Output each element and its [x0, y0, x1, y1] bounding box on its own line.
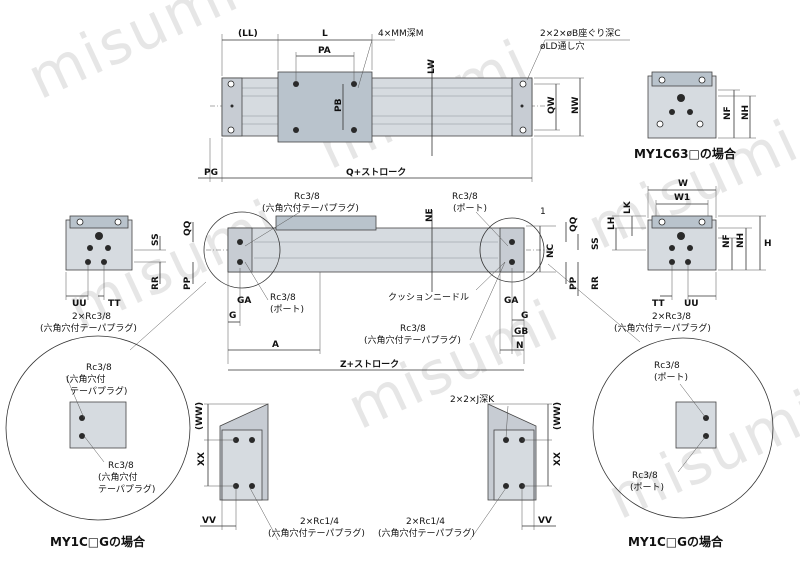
note-hex14-left: (六角穴付テーパプラグ) [268, 527, 365, 539]
detail-right-port-a: (ポート) [654, 372, 688, 383]
note-rc38-port-left: Rc3/8 [270, 293, 296, 303]
front-view [129, 210, 641, 371]
detail-left-hex-a1: (六角穴付 [66, 373, 106, 385]
detail-left-rc-b: Rc3/8 [108, 461, 134, 471]
detail-right-rc-a: Rc3/8 [654, 361, 680, 371]
dim-QW: QW [547, 96, 557, 114]
dim-PG: PG [204, 168, 218, 178]
dim-N: N [516, 341, 524, 351]
dim-GA-right: GA [504, 296, 518, 306]
note-rc38-port-top: Rc3/8 [452, 192, 478, 202]
dim-NF: NF [723, 106, 733, 120]
dim-UU-left: UU [72, 299, 87, 309]
bottom-left-view [200, 403, 279, 541]
caption-detail-left: MY1C□Gの場合 [50, 534, 146, 549]
dim-PP-right: PP [569, 276, 579, 290]
right-side-view [612, 186, 766, 300]
caption-detail-right: MY1C□Gの場合 [628, 534, 724, 549]
dim-Q-stroke: Q+ストローク [346, 167, 406, 178]
detail-left-rc-a: Rc3/8 [86, 363, 112, 373]
dim-L: L [322, 29, 328, 39]
note-rc38-top: Rc3/8 [294, 192, 320, 202]
note-hex-top: (六角穴付テーパプラグ) [262, 202, 359, 214]
dim-QQ-left: QQ [183, 220, 193, 236]
dim-SS-right: SS [591, 237, 601, 250]
dim-A: A [272, 340, 279, 350]
note-hex-bottom: (六角穴付テーパプラグ) [364, 334, 461, 346]
dim-G-right: G [521, 311, 528, 321]
dim-NH-right: NH [736, 233, 746, 248]
dim-PA: PA [318, 46, 331, 56]
dim-NF-right: NF [722, 234, 732, 248]
dim-RR-left: RR [151, 276, 161, 290]
dim-NE: NE [425, 208, 435, 222]
left-side-view [65, 215, 166, 300]
note-port-top: (ポート) [453, 203, 487, 214]
detail-left-hex-a2: テーパプラグ) [70, 385, 127, 397]
dim-RR-right: RR [591, 276, 601, 290]
dim-one: 1 [540, 207, 546, 217]
dim-LL: (LL) [238, 29, 258, 39]
dim-WW-right: (WW) [553, 402, 563, 430]
detail-left-hex-b2: テーパプラグ) [98, 483, 155, 495]
note-rc14-left: 2×Rc1/4 [300, 517, 339, 527]
dim-QQ-right: QQ [569, 216, 579, 232]
dim-W: W [678, 179, 688, 189]
detail-right-rc-b: Rc3/8 [632, 471, 658, 481]
dim-H-right: H [764, 239, 772, 249]
watermark-text: misumi [17, 0, 249, 113]
my1c63-view [647, 71, 756, 139]
detail-left [5, 335, 191, 521]
dim-LW: LW [427, 59, 437, 74]
dim-XX-left: XX [197, 452, 207, 466]
dim-SS-left: SS [151, 233, 161, 246]
note-hex14-right: (六角穴付テーパプラグ) [378, 527, 475, 539]
watermark-text: misumi [597, 376, 800, 532]
note-OLD: øLD通し穴 [540, 40, 584, 52]
dim-PB: PB [334, 98, 344, 112]
detail-right [592, 337, 774, 519]
dim-TT-right: TT [652, 299, 665, 309]
dim-VV-left: VV [202, 516, 216, 526]
note-J: 2×2×J深K [450, 394, 495, 405]
dim-GA-left: GA [237, 296, 251, 306]
note-MM: 4×MM深M [378, 28, 424, 39]
dim-NH: NH [741, 105, 751, 120]
dim-WW-left: (WW) [195, 402, 205, 430]
dim-Z-stroke: Z+ストローク [340, 359, 399, 370]
note-port-left: (ポート) [270, 304, 304, 315]
dim-VV-right: VV [538, 516, 552, 526]
dim-W1: W1 [674, 193, 690, 203]
bottom-right-view [469, 403, 556, 541]
note-rc2-right: 2×Rc3/8 [652, 312, 691, 322]
dim-PP-left: PP [183, 276, 193, 290]
note-hex2-right: (六角穴付テーパプラグ) [614, 322, 711, 334]
caption-my1c63: MY1C63□の場合 [634, 146, 737, 161]
dim-UU-right: UU [684, 299, 699, 309]
dim-LH: LH [607, 217, 617, 230]
dim-TT-left: TT [108, 299, 121, 309]
note-OB: 2×2×øB座ぐり深C [540, 27, 621, 39]
dim-NW: NW [571, 96, 581, 114]
dim-NC: NC [546, 243, 556, 258]
dim-GB: GB [514, 327, 528, 337]
note-rc14-right: 2×Rc1/4 [406, 517, 445, 527]
note-rc38-bottom: Rc3/8 [400, 324, 426, 334]
detail-right-port-b: (ポート) [630, 482, 664, 493]
dim-XX-right: XX [553, 452, 563, 466]
dim-G-left: G [229, 311, 236, 321]
note-hex2-left: (六角穴付テーパプラグ) [40, 322, 137, 334]
note-cushion: クッションニードル [388, 292, 469, 303]
top-view [198, 34, 630, 182]
detail-left-hex-b1: (六角穴付 [98, 471, 138, 483]
note-rc2-left: 2×Rc3/8 [72, 312, 111, 322]
dim-LK: LK [623, 200, 633, 214]
